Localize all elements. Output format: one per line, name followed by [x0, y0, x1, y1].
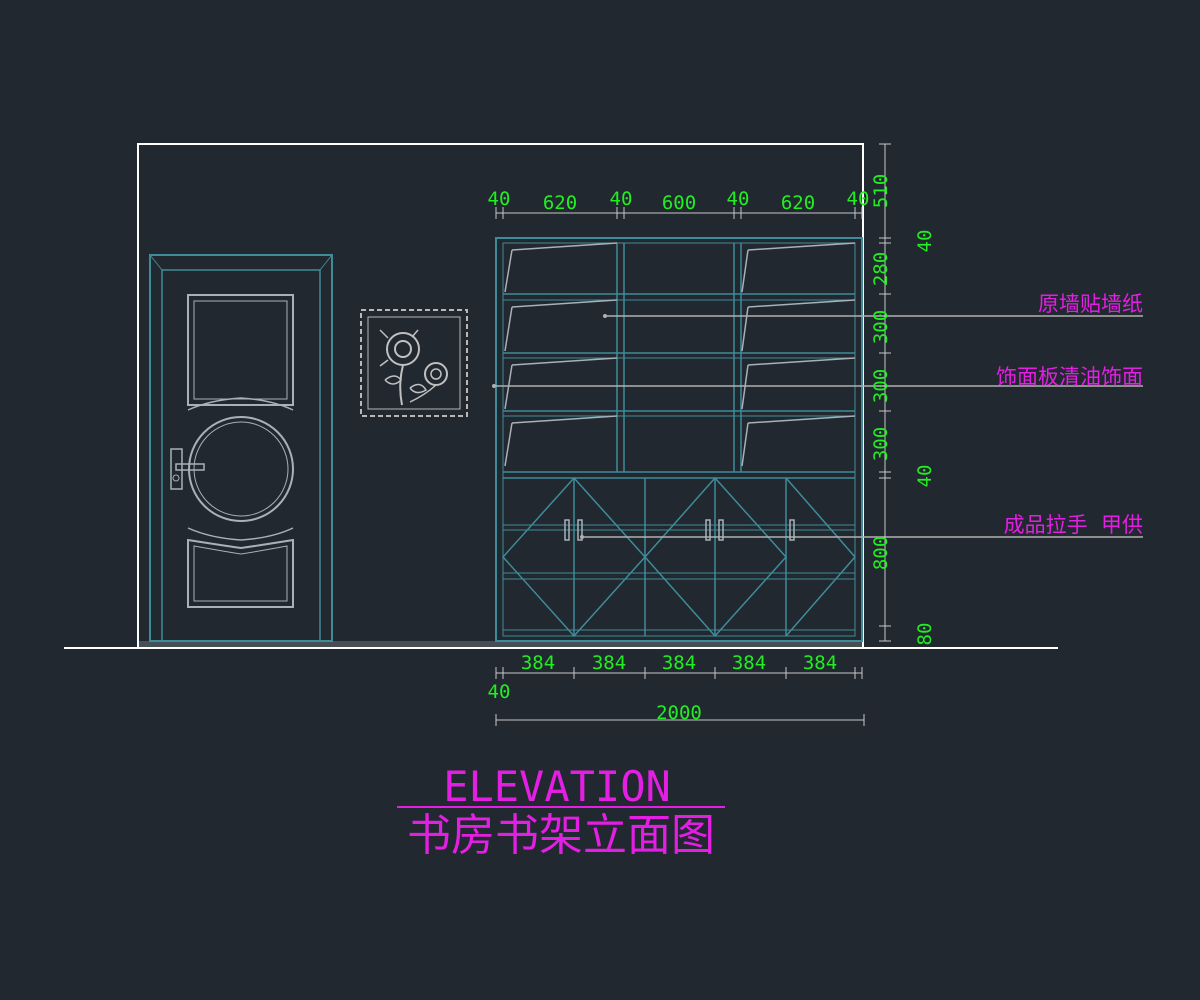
leader-lines	[492, 314, 1143, 539]
dim-bottom-2: 384	[592, 652, 626, 674]
dim-right-1: 510	[870, 174, 892, 208]
dim-bottom-4: 384	[732, 652, 766, 674]
dim-right-inner-2: 40	[914, 465, 936, 488]
dim-top-3: 40	[610, 188, 633, 210]
dim-right-5: 300	[870, 427, 892, 461]
dim-top-6: 620	[781, 192, 815, 214]
dim-bottom-1: 384	[521, 652, 555, 674]
dim-right-3: 300	[870, 310, 892, 344]
dim-bottom-5: 384	[803, 652, 837, 674]
bookshelf	[495, 237, 863, 642]
dim-right-2: 280	[870, 252, 892, 286]
dim-right-inner-3: 80	[914, 623, 936, 646]
title-english: ELEVATION	[443, 762, 671, 811]
dim-right-4: 300	[870, 369, 892, 403]
dim-right-inner-1: 40	[914, 230, 936, 253]
dim-top-4: 600	[662, 192, 696, 214]
sunflower-artwork-icon	[360, 309, 468, 417]
dim-right-6: 800	[870, 536, 892, 570]
door	[149, 254, 333, 642]
title-chinese: 书房书架立面图	[407, 810, 715, 861]
cabinet-handles	[564, 519, 795, 541]
note-handle: 成品拉手 甲供	[1004, 513, 1143, 537]
dim-top-5: 40	[727, 188, 750, 210]
dim-top-2: 620	[543, 192, 577, 214]
dim-top-7: 40	[847, 188, 870, 210]
note-panel: 饰面板清油饰面	[996, 365, 1143, 389]
floor-hatch	[139, 641, 862, 647]
door-handle-icon	[170, 448, 205, 490]
note-wallpaper: 原墙贴墙纸	[1038, 292, 1143, 316]
dim-total-width: 2000	[656, 702, 702, 724]
wall-outline	[137, 143, 864, 648]
dim-bottom-3: 384	[662, 652, 696, 674]
dim-top-1: 40	[488, 188, 511, 210]
dim-bottom-side: 40	[488, 681, 511, 703]
dimension-lines	[495, 143, 891, 726]
